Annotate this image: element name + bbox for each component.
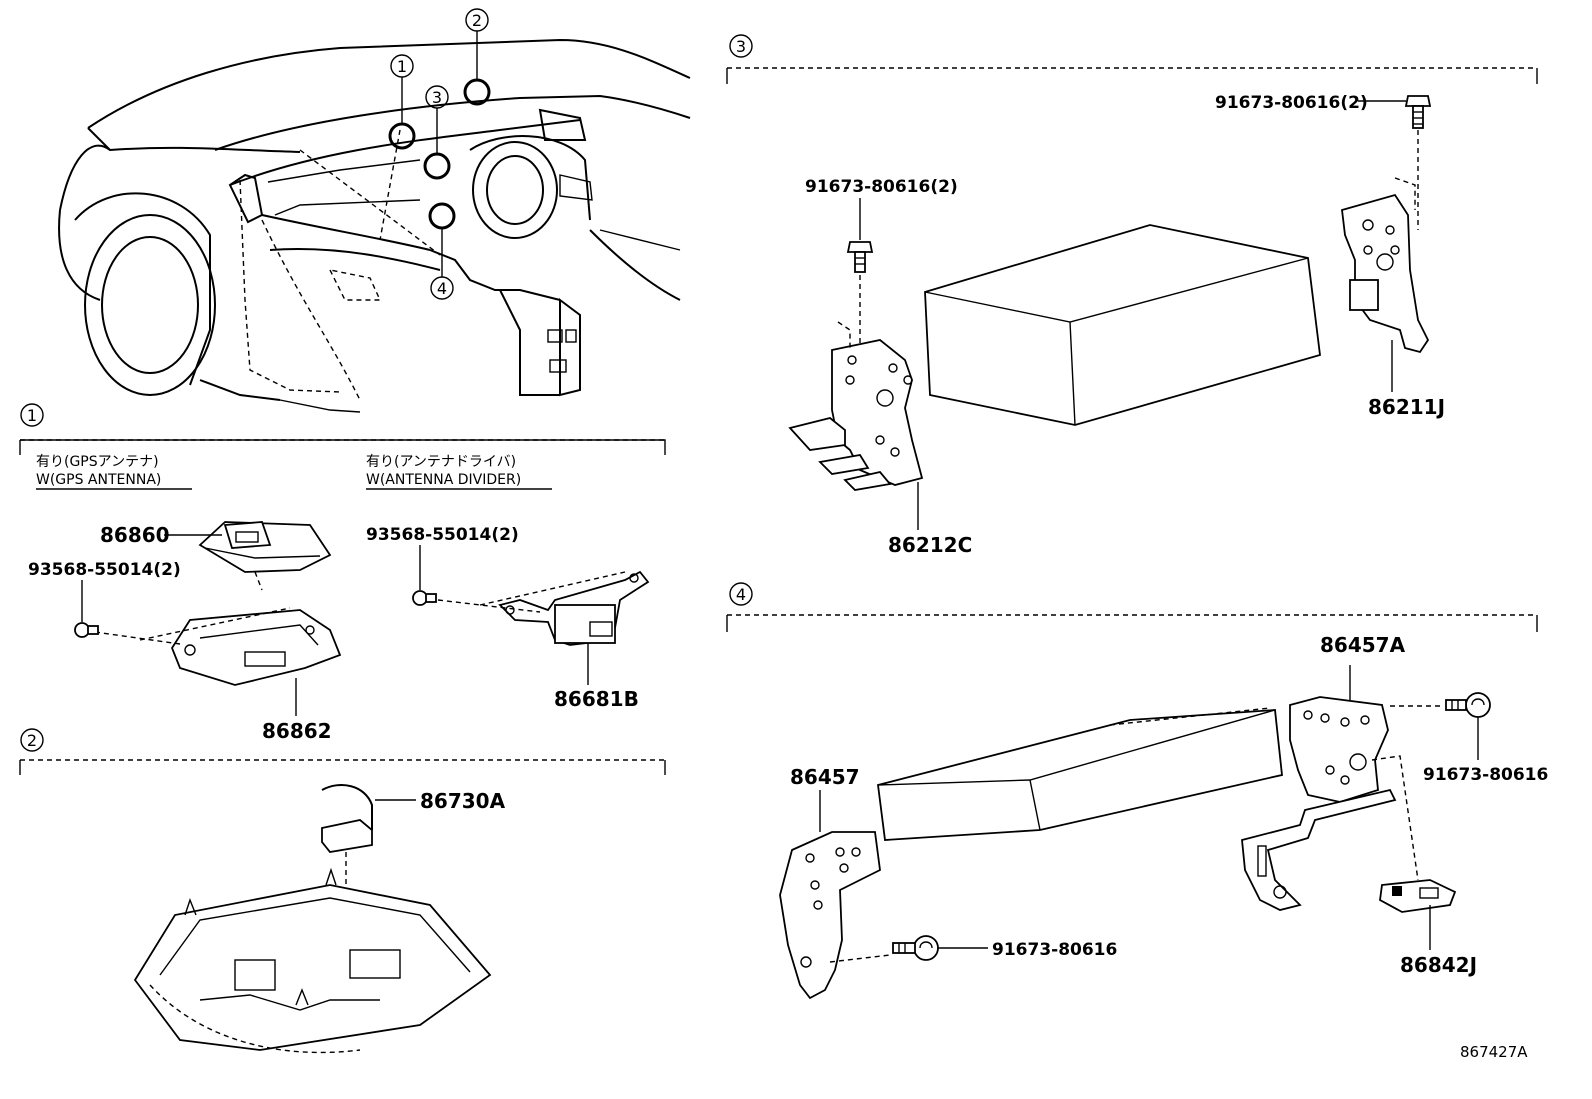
connector-86730A-illustration — [321, 784, 373, 900]
bracket-86457-illustration — [779, 831, 891, 1000]
part-86212C: 86212C — [888, 533, 972, 557]
bolt-icon — [846, 241, 874, 273]
variant-left-en: W(GPS ANTENNA) — [36, 472, 161, 488]
section-3-marker — [729, 34, 753, 58]
part-86681B: 86681B — [554, 687, 639, 711]
overview-callout-1: 1 — [388, 54, 416, 150]
section-2: 2 86730A — [19, 728, 666, 1054]
part-86457: 86457 — [790, 765, 860, 789]
svg-text:3: 3 — [432, 88, 442, 107]
part-86842J: 86842J — [1400, 953, 1477, 977]
bolt-icon — [1404, 95, 1432, 129]
svg-text:4: 4 — [437, 279, 447, 298]
navigation-unit-box-2 — [877, 707, 1283, 841]
part-91673-top: 91673-80616(2) — [1215, 93, 1368, 113]
part-91673-left: 91673-80616(2) — [805, 177, 958, 197]
bolt-icon — [1445, 692, 1491, 718]
part-86211J: 86211J — [1368, 395, 1445, 419]
bracket-86457A-illustration — [1241, 696, 1440, 911]
overview-callout-2: 2 — [463, 8, 491, 106]
svg-text:2: 2 — [472, 11, 482, 30]
vehicle-overview-illustration — [58, 38, 691, 413]
section-4-marker — [729, 582, 753, 606]
svg-text:3: 3 — [736, 37, 746, 56]
variant-right-en: W(ANTENNA DIVIDER) — [366, 472, 521, 488]
section-1: 1 有り(GPSアンテナ) W(GPS ANTENNA) 有り(アンテナドライバ… — [19, 403, 666, 743]
part-86862: 86862 — [262, 719, 332, 743]
gps-antenna-illustration — [198, 521, 332, 591]
screw-icon — [412, 590, 428, 606]
section-4: 4 86457A — [726, 582, 1548, 1000]
svg-text:1: 1 — [27, 406, 37, 425]
svg-text:2: 2 — [27, 731, 37, 750]
bracket-86212C-illustration — [788, 321, 924, 491]
navigation-unit-box — [924, 224, 1321, 426]
part-91673-bottom: 91673-80616 — [992, 940, 1117, 960]
bolt-icon — [892, 935, 939, 961]
overview-callout-4: 4 — [428, 202, 456, 300]
part-93568-left: 93568-55014(2) — [28, 560, 181, 580]
overview-callout-3: 3 — [423, 85, 451, 180]
variant-right-jp: 有り(アンテナドライバ) — [366, 454, 516, 470]
screw-icon — [74, 622, 90, 638]
part-86860: 86860 — [100, 523, 170, 547]
antenna-divider-illustration — [437, 570, 650, 646]
section-1-marker — [20, 403, 44, 427]
bracket-86211J-illustration — [1341, 177, 1430, 354]
clip-86842J-illustration — [1379, 879, 1457, 913]
part-93568-right: 93568-55014(2) — [366, 525, 519, 545]
section-2-marker — [20, 728, 44, 752]
section-3: 3 91673-80616(2) 86211J — [726, 34, 1538, 557]
svg-text:1: 1 — [397, 57, 407, 76]
gps-bracket-illustration — [94, 607, 342, 686]
variant-left-jp: 有り(GPSアンテナ) — [36, 454, 159, 470]
overhead-console-illustration — [133, 867, 492, 1054]
part-86730A: 86730A — [420, 789, 506, 813]
part-91673-right: 91673-80616 — [1423, 765, 1548, 785]
part-86457A: 86457A — [1320, 633, 1406, 657]
svg-text:4: 4 — [736, 585, 746, 604]
figure-id: 867427A — [1460, 1043, 1528, 1061]
